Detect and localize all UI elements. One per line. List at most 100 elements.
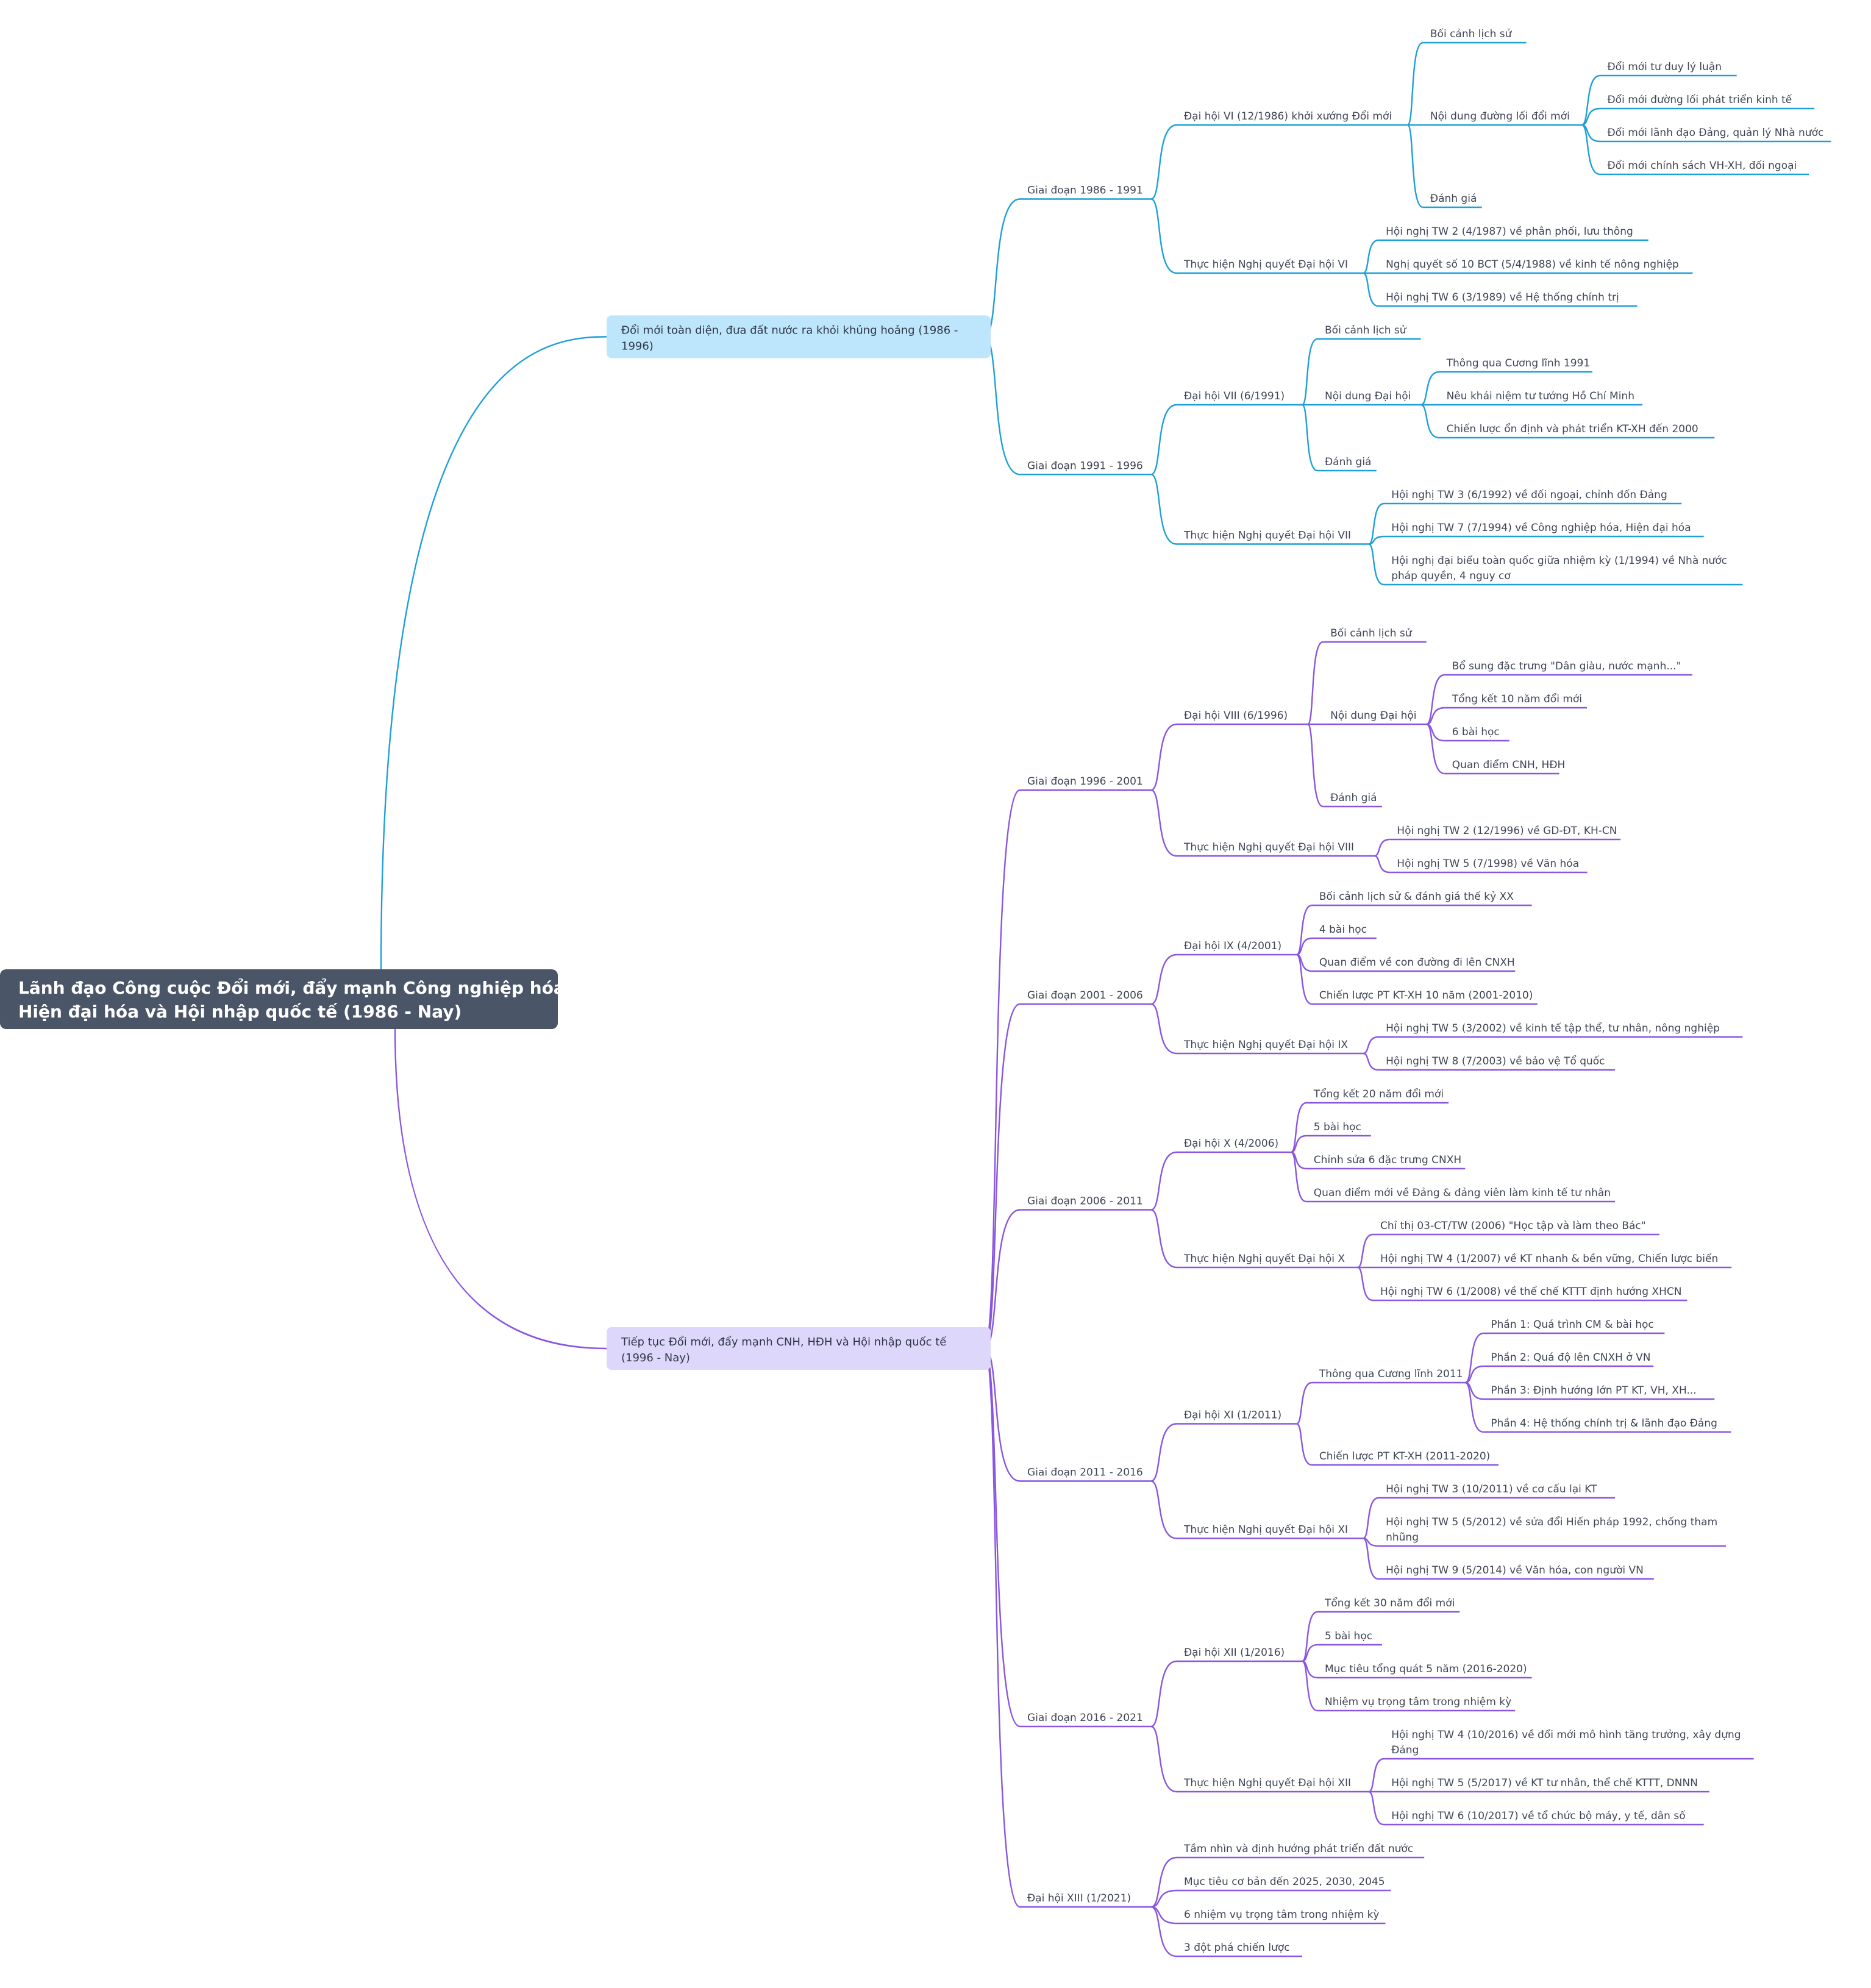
node-dai-hoi-xii-1-2016: Đại hội XII (1/2016) bbox=[1177, 1647, 1302, 1662]
node-6-bai-hoc: 6 bài học bbox=[1444, 726, 1509, 742]
node-label: Đại hội XII (1/2016) bbox=[1184, 1647, 1285, 1659]
node-chi-thi-03-ct-tw-2006-hoc-tap-va-lam-the: Chỉ thị 03-CT/TW (2006) "Học tập và làm … bbox=[1373, 1220, 1659, 1236]
connector-line bbox=[983, 1003, 1021, 1350]
node-3-dot-pha-chien-luoc: 3 đột phá chiến lược bbox=[1177, 1941, 1302, 1958]
node-hoi-nghi-tw-6-10-2017-ve-to-chuc-bo-may-: Hội nghị TW 6 (10/2017) về tổ chức bộ má… bbox=[1384, 1809, 1704, 1826]
node-boi-canh-lich-su: Bối cảnh lịch sử bbox=[1323, 627, 1427, 643]
node-label: Bối cảnh lịch sử & đánh giá thế kỷ XX bbox=[1319, 890, 1514, 903]
node-label: Hội nghị TW 5 (5/2012) về sửa đổi Hiến p… bbox=[1386, 1516, 1717, 1528]
connector-line bbox=[983, 1347, 1021, 1908]
connector-line bbox=[1150, 1003, 1177, 1055]
node-giai-doan-1991-1996: Giai đoạn 1991 - 1996 bbox=[1020, 460, 1152, 476]
node-dai-hoi-vii-6-1991: Đại hội VII (6/1991) bbox=[1177, 390, 1302, 406]
connector-layer bbox=[380, 41, 1600, 1958]
node-doi-moi-lanh-dao-dang-quan-ly-nha-nuoc: Đổi mới lãnh đạo Đảng, quản lý Nhà nước bbox=[1600, 126, 1831, 143]
node-label: Hội nghị TW 4 (1/2007) về KT nhanh & bền… bbox=[1380, 1252, 1718, 1265]
connector-line bbox=[984, 198, 1021, 338]
node-chien-luoc-pt-kt-xh-2011-2020: Chiến lược PT KT-XH (2011-2020) bbox=[1311, 1450, 1499, 1466]
connector-line bbox=[1426, 674, 1445, 725]
node-doi-moi-tu-duy-ly-luan: Đổi mới tư duy lý luận bbox=[1600, 60, 1737, 77]
connector-line bbox=[1291, 1102, 1307, 1153]
connector-line bbox=[1357, 1233, 1374, 1269]
main-branch-b2: Tiếp tục Đổi mới, đẩy mạnh CNH, HĐH và H… bbox=[607, 1327, 991, 1370]
node-danh-gia: Đánh giá bbox=[1422, 193, 1482, 208]
node-danh-gia: Đánh giá bbox=[1317, 456, 1377, 472]
root-connector bbox=[380, 336, 607, 970]
node-label: Mục tiêu tổng quát 5 năm (2016-2020) bbox=[1325, 1662, 1527, 1675]
connector-line bbox=[1363, 1537, 1379, 1580]
node-label: 3 đột phá chiến lược bbox=[1184, 1941, 1290, 1954]
node-label: Thực hiện Nghị quyết Đại hội IX bbox=[1183, 1038, 1348, 1051]
node-hoi-nghi-tw-4-10-2016-ve-doi-moi-mo-hinh: Hội nghị TW 4 (10/2016) về đổi mới mô hì… bbox=[1384, 1728, 1754, 1760]
node-label: Chiến lược ổn định và phát triển KT-XH đ… bbox=[1447, 422, 1698, 435]
node-phan-1-qua-trinh-cm-bai-hoc: Phần 1: Quá trình CM & bài học bbox=[1483, 1318, 1665, 1334]
node-label: Thực hiện Nghị quyết Đại hội XI bbox=[1183, 1523, 1348, 1536]
node-5-bai-hoc: 5 bài học bbox=[1317, 1630, 1382, 1646]
node-label: Thực hiện Nghị quyết Đại hội VII bbox=[1183, 529, 1351, 542]
connector-line bbox=[1306, 641, 1324, 725]
main-branch-label: Tiếp tục Đổi mới, đẩy mạnh CNH, HĐH và H… bbox=[621, 1336, 947, 1348]
node-boi-canh-lich-su: Bối cảnh lịch sử bbox=[1422, 27, 1527, 44]
node-label: Đại hội VI (12/1986) khởi xướng Đổi mới bbox=[1184, 110, 1392, 123]
node-thuc-hien-nghi-quyet-dai-hoi-vii: Thực hiện Nghị quyết Đại hội VII bbox=[1177, 529, 1369, 545]
node-label: Đại hội VIII (6/1996) bbox=[1184, 710, 1288, 722]
node-hoi-nghi-tw-6-3-1989-ve-he-thong-chinh-t: Hội nghị TW 6 (3/1989) về Hệ thống chính… bbox=[1378, 291, 1638, 307]
node-label: Bổ sung đặc trưng "Dân giàu, nước mạnh..… bbox=[1452, 660, 1681, 672]
connector-line bbox=[1301, 404, 1318, 472]
node-dai-hoi-viii-6-1996: Đại hội VIII (6/1996) bbox=[1177, 710, 1308, 725]
main-branch-label: 1996) bbox=[621, 340, 654, 352]
node-giai-doan-1986-1991: Giai đoạn 1986 - 1991 bbox=[1020, 185, 1152, 200]
node-label: Hội nghị TW 5 (3/2002) về kinh tế tập th… bbox=[1386, 1022, 1720, 1035]
node-thuc-hien-nghi-quyet-dai-hoi-viii: Thực hiện Nghị quyết Đại hội VIII bbox=[1177, 841, 1375, 857]
node-label: 6 bài học bbox=[1452, 726, 1500, 738]
node-label: Bối cảnh lịch sử bbox=[1430, 27, 1513, 40]
node-dai-hoi-ix-4-2001: Đại hội IX (4/2001) bbox=[1177, 940, 1297, 956]
node-doi-moi-duong-loi-phat-trien-kinh-te: Đổi mới đường lối phát triển kinh tế bbox=[1600, 93, 1815, 110]
connector-line bbox=[1464, 1381, 1484, 1433]
node-label: Đại hội XIII (1/2021) bbox=[1027, 1892, 1131, 1904]
node-hoi-nghi-tw-8-7-2003-ve-bao-ve-to-quoc: Hội nghị TW 8 (7/2003) về bảo vệ Tổ quốc bbox=[1378, 1055, 1616, 1071]
node-label: Hội nghị TW 9 (5/2014) về Văn hóa, con n… bbox=[1386, 1564, 1644, 1577]
node-label: Hội nghị TW 6 (1/2008) về thể chế KTTT đ… bbox=[1380, 1285, 1681, 1298]
node-label: Hội nghị TW 2 (4/1987) về phân phối, lưu… bbox=[1386, 225, 1633, 238]
connector-line bbox=[1150, 404, 1177, 476]
connector-line bbox=[1296, 1381, 1313, 1425]
node-label: Hội nghị TW 4 (10/2016) về đổi mới mô hì… bbox=[1391, 1728, 1741, 1741]
node-label: Nội dung Đại hội bbox=[1325, 390, 1411, 402]
node-label: Giai đoạn 2006 - 2011 bbox=[1027, 1195, 1143, 1208]
connector-line bbox=[1363, 1052, 1379, 1071]
node-hoi-nghi-tw-5-7-1998-ve-van-hoa: Hội nghị TW 5 (7/1998) về Văn hóa bbox=[1389, 857, 1588, 874]
connector-line bbox=[1368, 502, 1385, 545]
node-giai-doan-2001-2006: Giai đoạn 2001 - 2006 bbox=[1020, 989, 1152, 1005]
node-label: Đại hội X (4/2006) bbox=[1184, 1138, 1278, 1150]
node-noi-dung-dai-hoi: Nội dung Đại hội bbox=[1317, 390, 1421, 406]
node-muc-tieu-co-ban-den-2025-2030-2045: Mục tiêu cơ bản đến 2025, 2030, 2045 bbox=[1177, 1875, 1391, 1892]
node-dai-hoi-xi-1-2011: Đại hội XI (1/2011) bbox=[1177, 1409, 1297, 1425]
node-label: Hội nghị đại biểu toàn quốc giữa nhiệm k… bbox=[1391, 554, 1727, 567]
node-label: Hội nghị TW 3 (6/1992) về đối ngoại, chỉ… bbox=[1391, 488, 1667, 501]
node-label: Giai đoạn 2011 - 2016 bbox=[1027, 1467, 1143, 1479]
connector-line bbox=[1150, 1423, 1177, 1482]
connector-line bbox=[1150, 1151, 1177, 1211]
node-label: Hội nghị TW 2 (12/1996) về GD-ĐT, KH-CN bbox=[1397, 824, 1617, 837]
node-hoi-nghi-tw-5-3-2002-ve-kinh-te-tap-the-: Hội nghị TW 5 (3/2002) về kinh tế tập th… bbox=[1378, 1022, 1743, 1038]
connector-line bbox=[1296, 904, 1313, 956]
node-tam-nhin-va-dinh-huong-phat-trien-dat-nu: Tầm nhìn và định hướng phát triển đất nư… bbox=[1177, 1842, 1425, 1859]
connector-line bbox=[1150, 789, 1177, 857]
connector-line bbox=[1150, 124, 1177, 200]
node-label: Phần 3: Định hướng lớn PT KT, VH, XH... bbox=[1491, 1384, 1696, 1397]
connector-line bbox=[1426, 723, 1445, 775]
node-danh-gia: Đánh giá bbox=[1323, 792, 1382, 808]
node-thong-qua-cuong-linh-2011: Thông qua Cương lĩnh 2011 bbox=[1311, 1368, 1466, 1384]
connector-line bbox=[1150, 1480, 1177, 1539]
node-dai-hoi-xiii-1-2021: Đại hội XIII (1/2021) bbox=[1020, 1892, 1152, 1908]
node-tong-ket-30-nam-doi-moi: Tổng kết 30 năm đổi mới bbox=[1317, 1597, 1460, 1613]
node-label: 4 bài học bbox=[1319, 924, 1367, 936]
connector-line bbox=[1581, 107, 1600, 126]
node-giai-doan-2011-2016: Giai đoạn 2011 - 2016 bbox=[1020, 1467, 1152, 1482]
main-branch-box bbox=[607, 1327, 991, 1370]
connector-line bbox=[1150, 1209, 1177, 1269]
connector-line bbox=[1150, 198, 1177, 274]
node-label: Đổi mới tư duy lý luận bbox=[1608, 60, 1722, 73]
node-thuc-hien-nghi-quyet-dai-hoi-vi: Thực hiện Nghị quyết Đại hội VI bbox=[1177, 258, 1364, 274]
